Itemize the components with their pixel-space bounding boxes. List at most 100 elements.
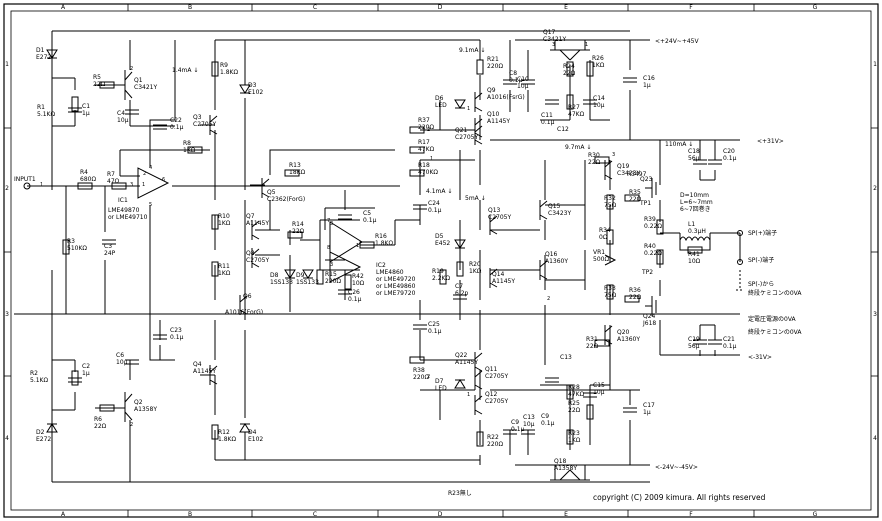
- capacitor-symbol: [583, 99, 597, 105]
- copyright-text: copyright (C) 2009 kimura. All rights re…: [593, 493, 766, 502]
- label-line: 22Ω: [563, 70, 576, 77]
- resistor-symbol: [211, 261, 219, 277]
- capacitor-symbol: [708, 339, 722, 345]
- sp-plus-terminal: [737, 230, 743, 236]
- pin-number: 3: [330, 262, 333, 268]
- mosfet-q23-symbol: [645, 178, 657, 198]
- label-line: C23: [170, 327, 182, 334]
- label-line: Q11: [485, 366, 498, 373]
- label-line: C13: [560, 354, 572, 361]
- label-line: 6~7回巻き: [680, 205, 711, 213]
- resistor-symbol: [111, 182, 127, 190]
- transistor-q18-symbol: [550, 469, 590, 481]
- label-line: 5.1KΩ: [37, 111, 55, 118]
- label-line: 0.1µ: [509, 77, 523, 84]
- capacitor-symbol: [68, 377, 82, 383]
- resistor-symbol: [211, 61, 219, 77]
- transistor-q6-symbol: [239, 295, 248, 315]
- transistor-q3-symbol: [209, 115, 218, 135]
- label-line: R11: [218, 263, 230, 270]
- label-line: 0.22Ω: [644, 223, 662, 230]
- label-line: R16: [375, 233, 387, 240]
- label-line: 0.1µ: [541, 420, 555, 427]
- col-label-bottom: F: [689, 511, 693, 518]
- resistor-symbol: [99, 404, 115, 412]
- pin-number: 1: [467, 106, 470, 112]
- label-line: E102: [248, 436, 263, 443]
- label-line: R14: [292, 221, 304, 228]
- label-line: 1KΩ: [183, 147, 196, 154]
- label-line: C20: [723, 148, 735, 155]
- capacitor-symbol: [413, 324, 427, 330]
- label-line: 220Ω: [413, 374, 429, 381]
- label-line: 510KΩ: [67, 245, 87, 252]
- led-d6-symbol: [454, 99, 466, 109]
- label-line: Q6: [243, 293, 252, 300]
- pin-number: 5: [149, 202, 152, 208]
- label-line: C19: [688, 336, 700, 343]
- label-line: R21: [487, 56, 499, 63]
- label-line: R24: [563, 63, 575, 70]
- row-label-right: 1: [873, 61, 877, 68]
- capacitor-symbol: [413, 204, 427, 210]
- label-line: 10µ: [593, 102, 605, 109]
- label-line: 0.1µ: [170, 334, 184, 341]
- capacitor-symbol: [338, 214, 352, 220]
- label-line: 1KΩ: [218, 220, 231, 227]
- resistor-symbol: [624, 295, 640, 303]
- label-line: Q14: [492, 271, 505, 278]
- label-line: Q1: [134, 77, 143, 84]
- label-line: J618: [642, 320, 656, 327]
- label-line: E272: [36, 436, 51, 443]
- transistor-q22-symbol: [474, 352, 483, 372]
- label-line: Q8: [246, 250, 255, 257]
- label-line: C3423Y: [548, 210, 571, 217]
- label-line: 10µ: [517, 83, 529, 90]
- label-line: C2: [82, 363, 90, 370]
- label-tp2: TP2: [641, 269, 653, 276]
- label-line: 22Ω: [629, 294, 642, 301]
- resistor-symbol: [566, 94, 574, 110]
- resistor-symbol: [594, 156, 610, 164]
- label-line: 0Ω: [599, 234, 608, 241]
- label-line: D5: [435, 233, 444, 240]
- opamp-ic2b-symbol: [329, 251, 362, 283]
- label-line: 10Ω: [352, 280, 365, 287]
- resistor-symbol: [359, 241, 375, 249]
- label-line: 2.2KΩ: [432, 275, 450, 282]
- capacitor-symbol: [521, 429, 535, 435]
- label-line: 22Ω: [94, 423, 107, 430]
- resistor-symbol: [476, 59, 484, 75]
- label-line: 47KΩ: [418, 146, 435, 153]
- resistor-symbol: [62, 239, 70, 255]
- border-labels: A B C D E F G A B C D E F G 1 2 3 4 1 2 …: [5, 4, 877, 518]
- label-line: Q17: [543, 29, 556, 36]
- label-line: R27: [568, 104, 580, 111]
- label-line: 1.8KΩ: [375, 240, 393, 247]
- capacitor-symbol: [125, 359, 139, 365]
- sp-minus-terminal: [737, 259, 743, 265]
- col-label-bottom: E: [564, 511, 568, 518]
- transistors: [124, 49, 657, 481]
- label-line: 1.8KΩ: [220, 69, 238, 76]
- label-line: 5.1KΩ: [30, 377, 48, 384]
- label-line: R34: [599, 227, 611, 234]
- row-label-left: 2: [5, 185, 9, 192]
